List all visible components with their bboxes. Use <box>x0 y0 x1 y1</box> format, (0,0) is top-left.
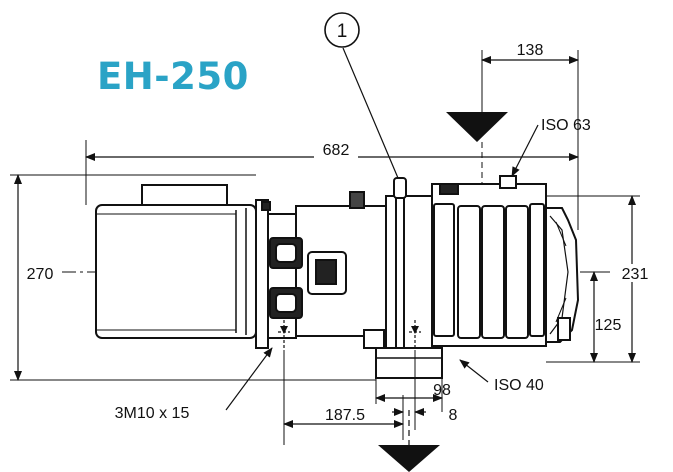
dim-overall-length: 682 <box>323 142 350 159</box>
center-flange <box>375 177 443 379</box>
outlet-arrow <box>378 445 440 472</box>
dim-outlet-offset: 8 <box>449 407 458 424</box>
label-outlet-flange: ISO 40 <box>494 377 544 394</box>
mounting-hole-arrow-left <box>280 326 288 334</box>
item-balloon-label: 1 <box>337 21 348 42</box>
model-title: EH-250 <box>97 55 249 98</box>
coupling-housing <box>255 191 389 349</box>
dim-height-left: 270 <box>27 266 54 283</box>
label-mounting-bolts: 3M10 x 15 <box>115 405 190 422</box>
inlet-arrow <box>446 112 508 142</box>
mounting-hole-arrow-right <box>411 326 419 334</box>
end-cover <box>545 207 580 343</box>
pump-body <box>431 175 547 347</box>
motor <box>95 184 257 339</box>
dim-inlet-offset: 138 <box>517 42 544 59</box>
item-balloon <box>324 12 360 48</box>
leader-lines <box>225 47 539 411</box>
label-inlet-flange: ISO 63 <box>541 117 591 134</box>
dim-foot-width: 98 <box>433 382 451 399</box>
dim-height-axis: 125 <box>595 317 622 334</box>
dim-foot-distance: 187.5 <box>325 407 365 424</box>
dim-height-right: 231 <box>622 266 649 283</box>
extension-lines <box>10 50 640 445</box>
